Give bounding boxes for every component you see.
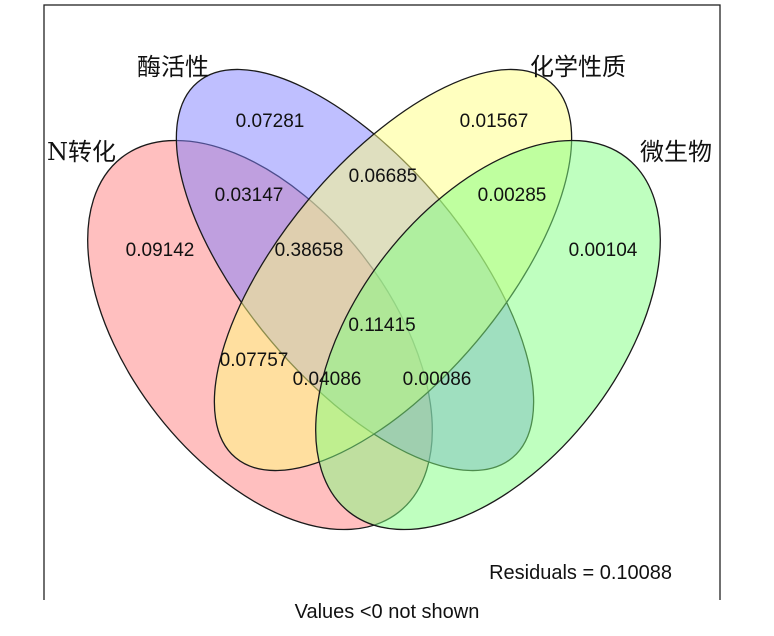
set-label-a: N转化 xyxy=(47,138,116,166)
region-value-abcd: 0.11415 xyxy=(348,315,415,336)
region-value-acd: 0.04086 xyxy=(293,369,362,390)
region-value-bcd: 0.00086 xyxy=(403,369,472,390)
region-value-b: 0.07281 xyxy=(236,111,305,132)
region-value-cd: 0.00285 xyxy=(478,185,547,206)
set-label-c: 化学性质 xyxy=(530,53,626,81)
set-ellipse-microorganisms xyxy=(315,139,661,531)
region-value-a: 0.09142 xyxy=(126,240,195,261)
region-value-ac: 0.07757 xyxy=(220,350,289,371)
region-value-bc: 0.06685 xyxy=(349,166,418,187)
set-label-b: 酶活性 xyxy=(137,53,209,81)
set-label-d: 微生物 xyxy=(640,138,712,166)
set-ellipses xyxy=(87,68,661,531)
residuals-label: Residuals = 0.10088 xyxy=(489,562,672,584)
venn-diagram: N转化 酶活性 化学性质 微生物 0.09142 0.07281 0.01567… xyxy=(43,4,721,600)
region-values: 0.09142 0.07281 0.01567 0.00104 0.03147 … xyxy=(126,111,638,390)
region-value-d: 0.00104 xyxy=(569,240,638,261)
region-value-ab: 0.03147 xyxy=(215,185,284,206)
caption: Values <0 not shown xyxy=(294,601,480,623)
region-value-c: 0.01567 xyxy=(460,111,529,132)
set-labels: N转化 酶活性 化学性质 微生物 xyxy=(47,53,712,166)
region-value-abc: 0.38658 xyxy=(275,240,344,261)
